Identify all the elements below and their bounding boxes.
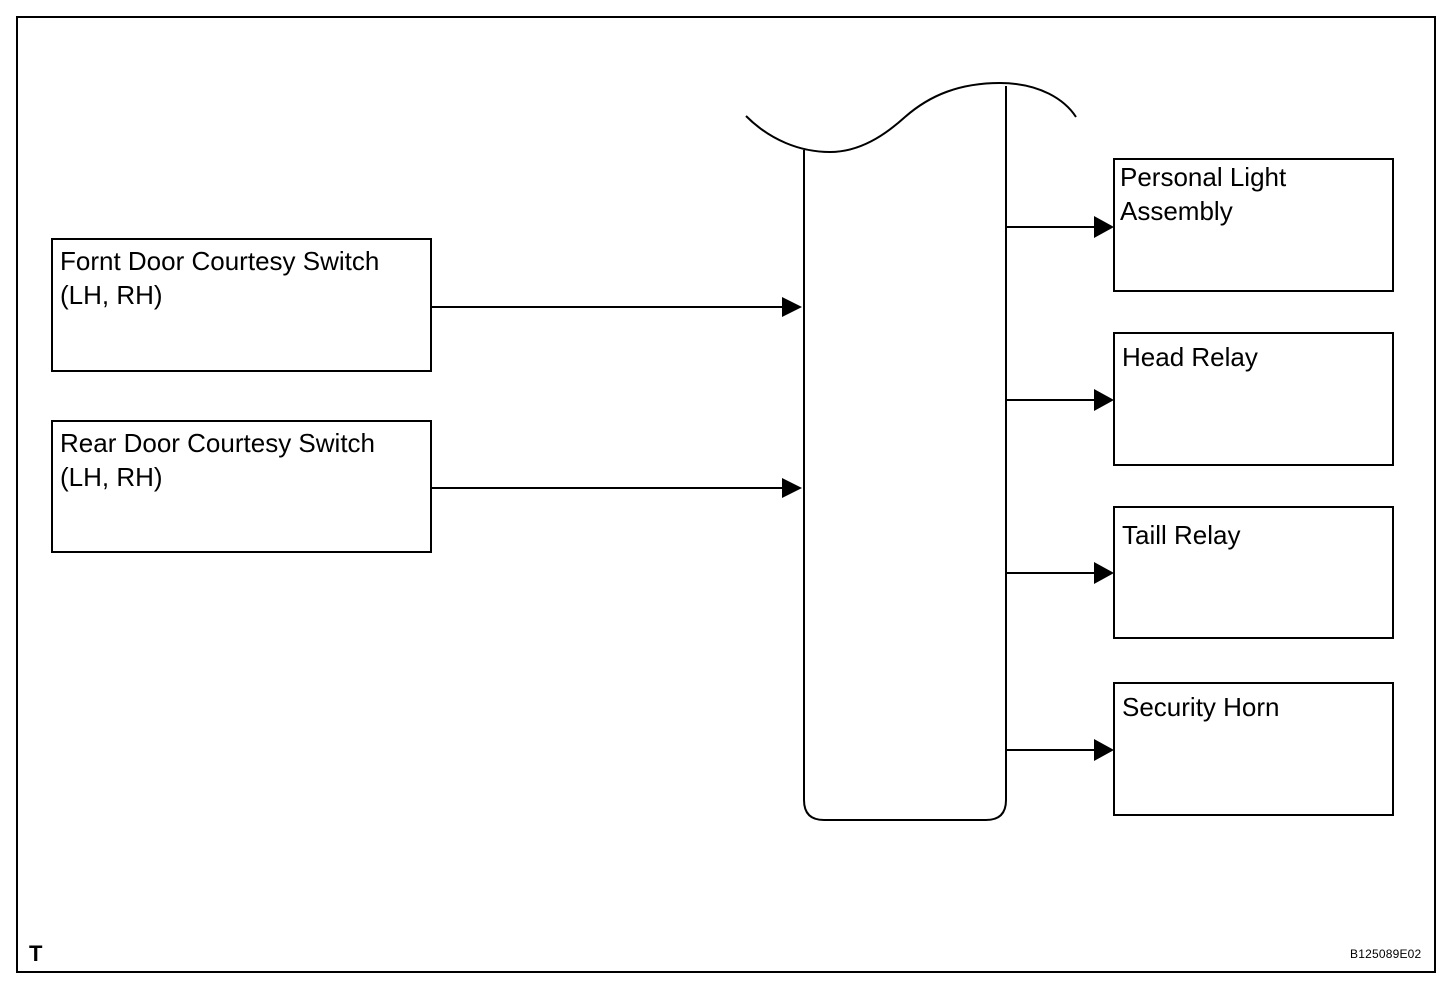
arrow-personal-light <box>1094 216 1114 238</box>
corner-mark: T <box>29 941 43 966</box>
arrow-front-door <box>782 297 802 317</box>
diagram-frame <box>16 16 1436 973</box>
personal-light-box: Personal Light Assembly <box>1113 158 1394 292</box>
tail-relay-box: Taill Relay <box>1113 506 1394 639</box>
arrow-head-relay <box>1094 389 1114 411</box>
head-relay-label: Head Relay <box>1122 342 1258 372</box>
front-door-switch-box: Fornt Door Courtesy Switch (LH, RH) <box>51 238 432 372</box>
tail-relay-label: Taill Relay <box>1122 520 1241 550</box>
arrow-security-horn <box>1094 739 1114 761</box>
personal-light-label: Personal Light Assembly <box>1120 162 1287 226</box>
figure-code: B125089E02 <box>1350 947 1422 961</box>
break-line <box>745 81 1077 154</box>
ecu-body-outline <box>803 86 1007 821</box>
rear-door-switch-box: Rear Door Courtesy Switch (LH, RH) <box>51 420 432 553</box>
arrow-tail-relay <box>1094 562 1114 584</box>
security-horn-label: Security Horn <box>1122 692 1280 722</box>
security-horn-box: Security Horn <box>1113 682 1394 816</box>
front-door-switch-label: Fornt Door Courtesy Switch (LH, RH) <box>60 246 380 310</box>
head-relay-box: Head Relay <box>1113 332 1394 466</box>
rear-door-switch-label: Rear Door Courtesy Switch (LH, RH) <box>60 428 375 492</box>
arrow-rear-door <box>782 478 802 498</box>
